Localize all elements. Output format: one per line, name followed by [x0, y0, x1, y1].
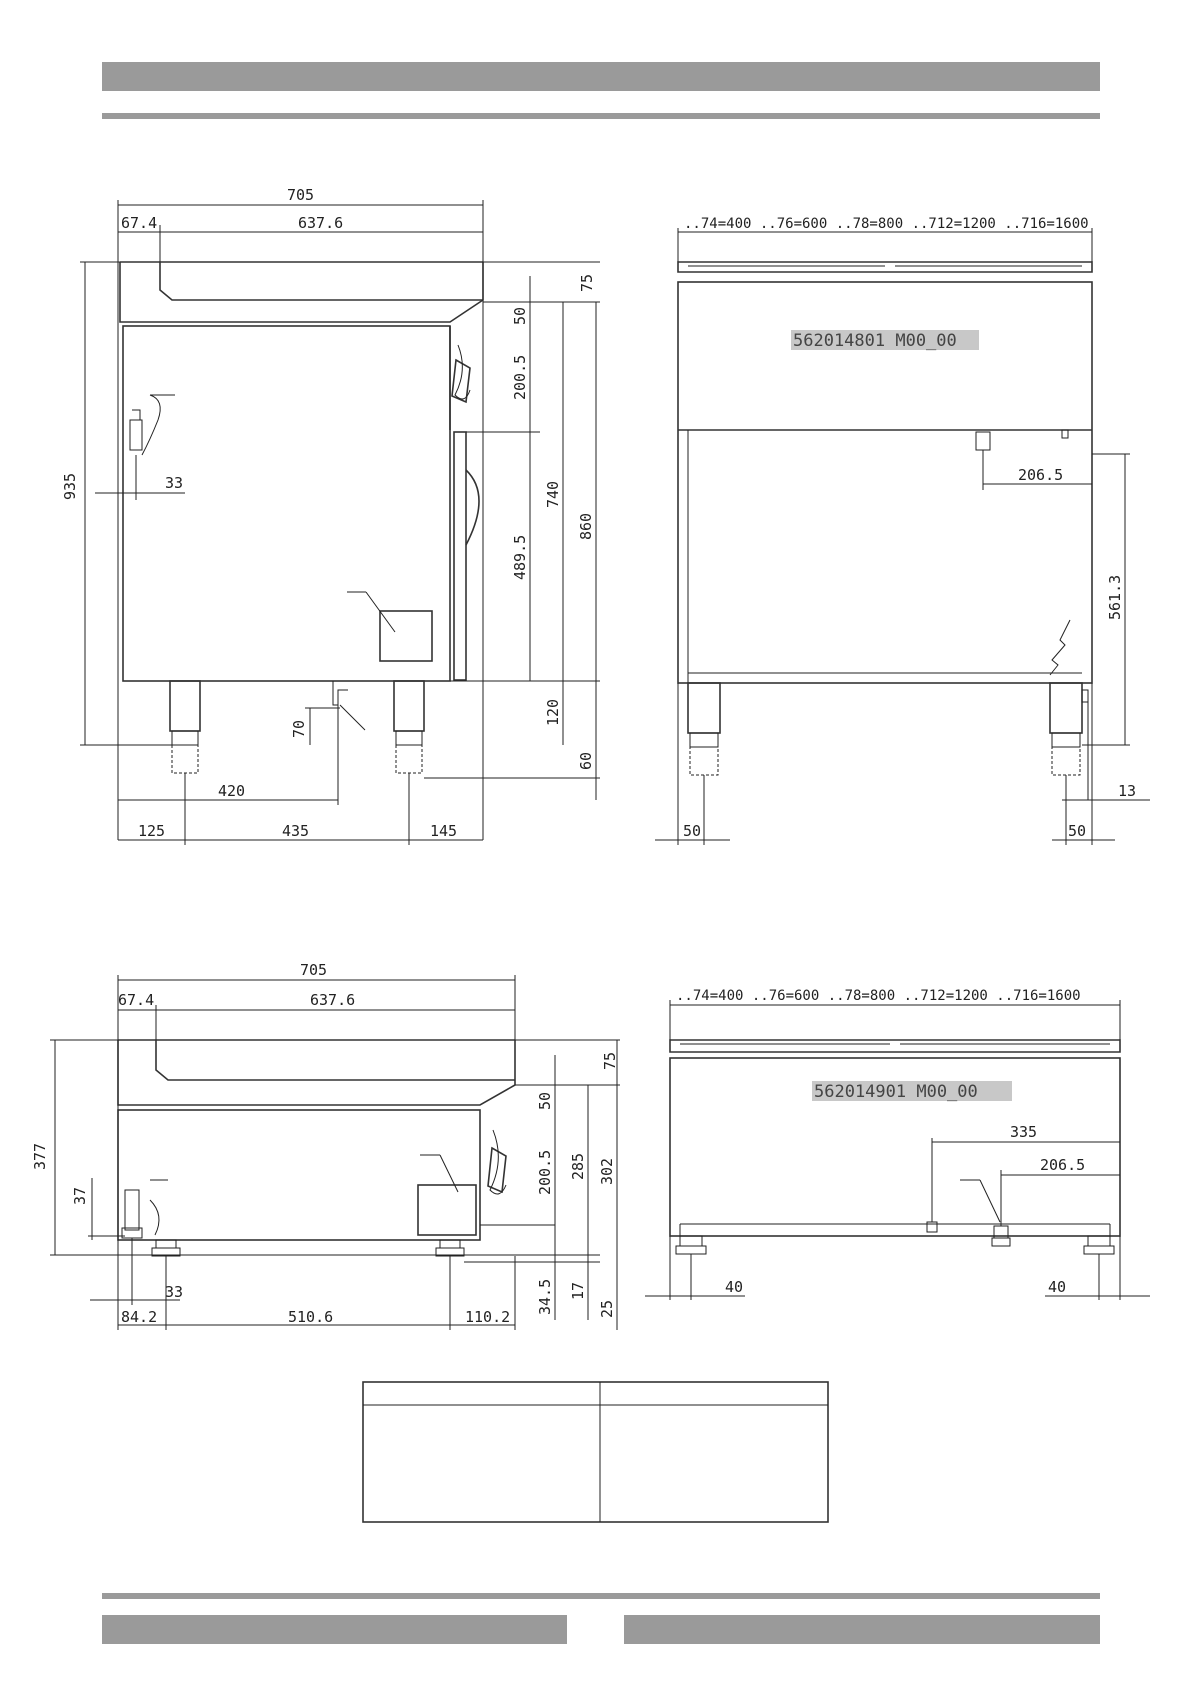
dim-50: 50	[511, 307, 529, 325]
dim-70: 70	[290, 720, 308, 738]
dim-110-2: 110.2	[465, 1308, 510, 1326]
dim-33: 33	[165, 474, 183, 492]
dim-860: 860	[577, 513, 595, 540]
dim-75-b: 75	[601, 1052, 619, 1070]
dim-75: 75	[578, 274, 596, 292]
dim-50-right: 50	[1068, 822, 1086, 840]
dim-705: 705	[287, 186, 314, 204]
dim-200-5-b: 200.5	[536, 1150, 554, 1195]
footer-rule	[102, 1593, 1100, 1599]
dim-13: 13	[1118, 782, 1136, 800]
dim-50-b: 50	[536, 1092, 554, 1110]
dim-17: 17	[569, 1282, 587, 1300]
label-code-bottom: 562014901 M00_00	[814, 1082, 978, 1102]
dim-37: 37	[71, 1187, 89, 1205]
width-options-top: ..74=400 ..76=600 ..78=800 ..712=1200 ..…	[684, 216, 1089, 232]
front-view-top: 562014801 M00_00 ..74=400 ..76=6	[655, 216, 1150, 845]
spec-table	[362, 1381, 829, 1523]
dim-285: 285	[569, 1153, 587, 1180]
dim-50-left: 50	[683, 822, 701, 840]
dim-489-5: 489.5	[511, 535, 529, 580]
header-bar	[102, 62, 1100, 91]
dim-125: 125	[138, 822, 165, 840]
dim-561-3: 561.3	[1106, 575, 1124, 620]
dim-377: 377	[31, 1143, 49, 1170]
dim-420: 420	[218, 782, 245, 800]
dim-740: 740	[544, 481, 562, 508]
dim-67-4: 67.4	[121, 214, 157, 232]
dim-510-6: 510.6	[288, 1308, 333, 1326]
dim-67-4-b: 67.4	[118, 991, 154, 1009]
dim-33-b: 33	[165, 1283, 183, 1301]
dim-705-b: 705	[300, 961, 327, 979]
label-code-top: 562014801 M00_00	[793, 331, 957, 351]
dim-84-2: 84.2	[121, 1308, 157, 1326]
dim-145: 145	[430, 822, 457, 840]
side-view-bottom: 705 67.4 637.6 377 37 33 75 50 200.5 285…	[31, 961, 620, 1330]
footer-bar-left	[102, 1615, 567, 1644]
footer-bar-right	[624, 1615, 1100, 1644]
dim-637-6: 637.6	[298, 214, 343, 232]
dim-435: 435	[282, 822, 309, 840]
dim-25: 25	[598, 1300, 616, 1318]
dim-335: 335	[1010, 1123, 1037, 1141]
front-view-bottom: 562014901 M00_00 ..74=400 ..76=600 ..78=…	[645, 988, 1150, 1300]
dim-60: 60	[577, 752, 595, 770]
dim-935: 935	[61, 473, 79, 500]
side-view-top: 705 67.4 637.6 935 33 75 50 200.5 489.5 …	[61, 186, 600, 845]
dim-206-5-bottom: 206.5	[1040, 1156, 1085, 1174]
dim-637-6-b: 637.6	[310, 991, 355, 1009]
dim-206-5-top: 206.5	[1018, 466, 1063, 484]
dim-302: 302	[598, 1158, 616, 1185]
dim-200-5: 200.5	[511, 355, 529, 400]
dim-40-right: 40	[1048, 1278, 1066, 1296]
dim-40-left: 40	[725, 1278, 743, 1296]
dim-120: 120	[544, 699, 562, 726]
dim-34-5: 34.5	[536, 1279, 554, 1315]
width-options-bottom: ..74=400 ..76=600 ..78=800 ..712=1200 ..…	[676, 988, 1081, 1004]
header-rule	[102, 113, 1100, 119]
